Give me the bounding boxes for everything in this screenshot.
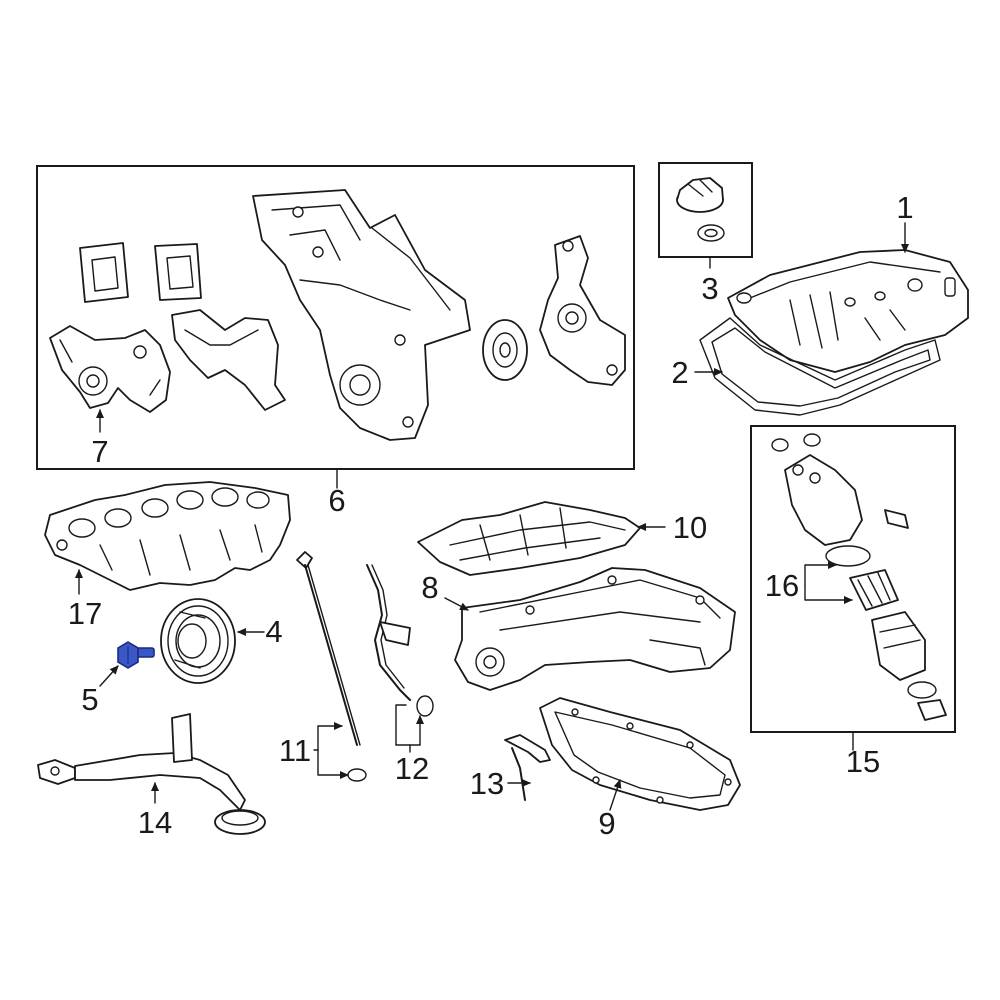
valve-cover-part[interactable]: [727, 249, 969, 373]
callout-12: 12: [395, 751, 429, 786]
valve-cover-gasket-part[interactable]: [699, 317, 941, 416]
crankshaft-pulley-bolt-part[interactable]: [117, 641, 155, 669]
callout-10: 10: [673, 510, 707, 545]
callout-5: 5: [81, 682, 98, 717]
oil-filter-element-part[interactable]: [825, 545, 899, 611]
callout-15: 15: [846, 744, 880, 779]
lower-oil-pan-part[interactable]: [539, 697, 741, 811]
timing-cover-assembly-part[interactable]: [49, 189, 626, 441]
oil-cap-group-box: [658, 162, 753, 258]
callout-2: 2: [671, 355, 688, 390]
intake-manifold-gasket-part[interactable]: [44, 481, 291, 591]
bracket-part[interactable]: [504, 734, 551, 801]
callout-16: 16: [765, 568, 799, 603]
callout-9: 9: [598, 806, 615, 841]
oil-pickup-tube-part[interactable]: [37, 713, 266, 835]
callout-6: 6: [328, 483, 345, 518]
crankshaft-pulley-part[interactable]: [160, 598, 236, 684]
dipstick-part[interactable]: [296, 551, 367, 782]
callout-14: 14: [138, 805, 172, 840]
timing-cover-group-box: [36, 165, 635, 470]
dipstick-tube-part[interactable]: [366, 564, 434, 717]
upper-oil-pan-part[interactable]: [454, 567, 736, 691]
oil-filter-group-box: [750, 425, 956, 733]
callout-labels: 1 2 3 4 5 6 7 8 9 10 11 12 13 14 15 16 1…: [68, 190, 914, 841]
callout-7: 7: [91, 434, 108, 469]
callout-13: 13: [470, 766, 504, 801]
callout-11: 11: [279, 733, 311, 768]
callout-8: 8: [421, 570, 438, 605]
oil-filler-cap-part[interactable]: [676, 177, 725, 242]
callout-17: 17: [68, 596, 102, 631]
oil-filter-housing-part[interactable]: [771, 433, 909, 546]
callout-4: 4: [265, 614, 282, 649]
callout-1: 1: [896, 190, 913, 225]
leader-lines: [75, 222, 909, 811]
oil-pan-baffle-part[interactable]: [417, 501, 641, 576]
callout-3: 3: [701, 271, 718, 306]
oil-filter-cap-part[interactable]: [871, 611, 947, 721]
